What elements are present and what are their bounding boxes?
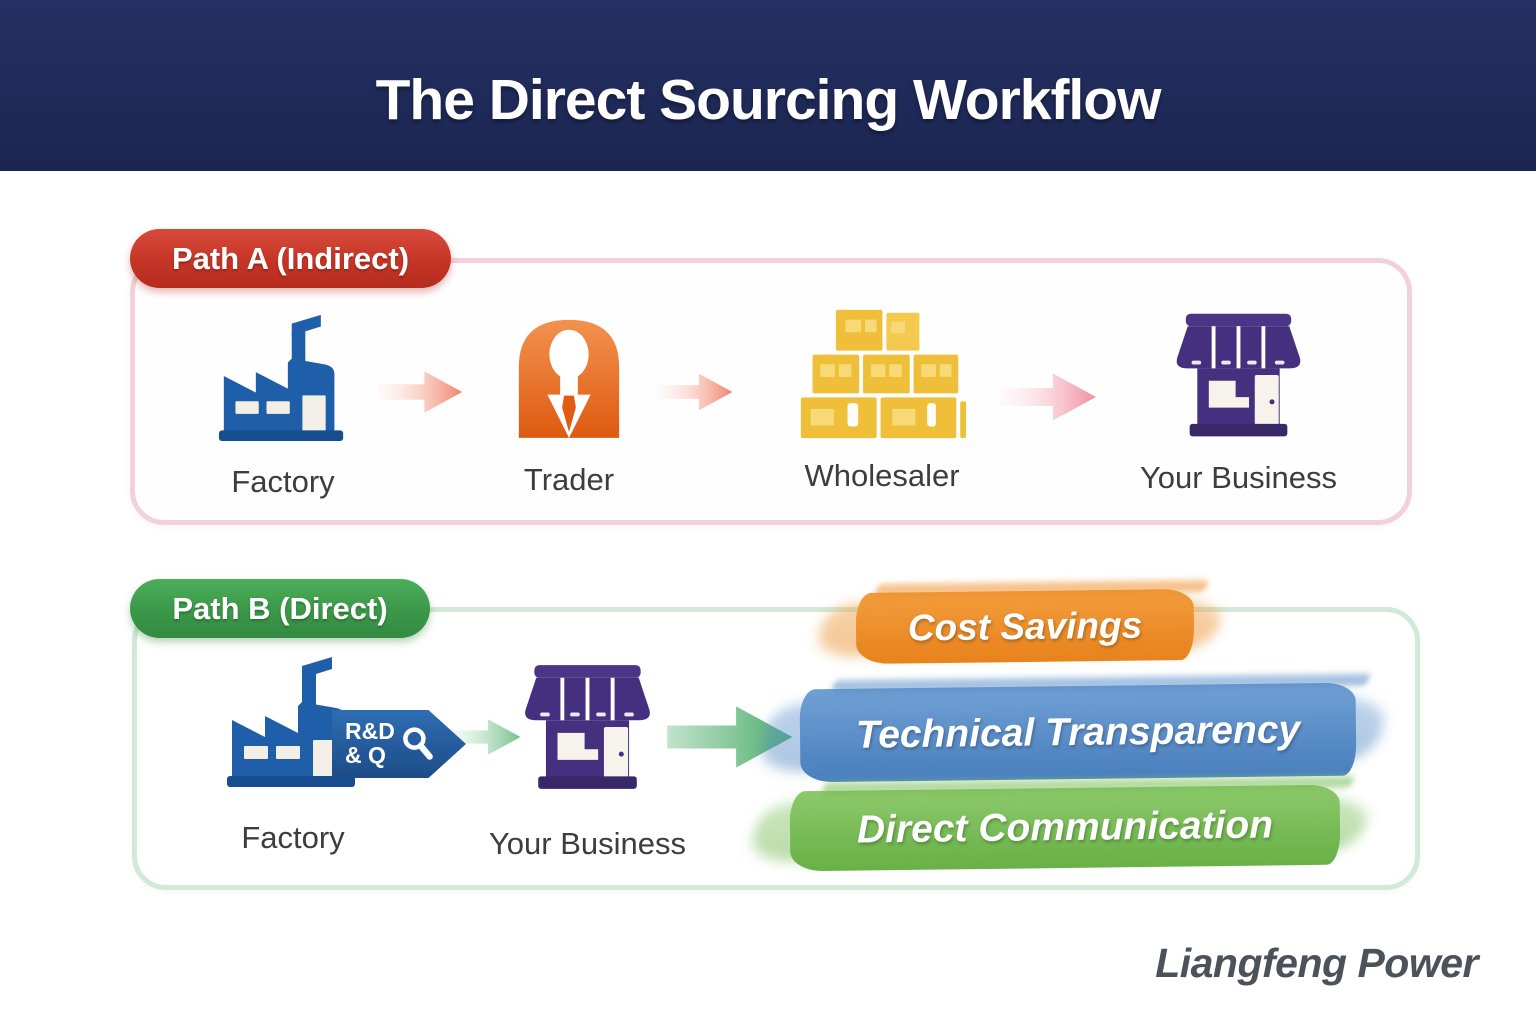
benefit-banner-cost-savings: Cost Savings [855, 588, 1195, 665]
path-a-node-factory: Factory [210, 312, 356, 499]
path-b-node-your-business: Your Business [489, 658, 686, 861]
path-b-badge: Path B (Direct) [130, 579, 430, 638]
benefit-banner-direct-communication: Direct Communication [789, 784, 1341, 872]
node-label: Factory [241, 820, 345, 855]
magnifier-icon [402, 727, 433, 760]
page-title: The Direct Sourcing Workflow [375, 68, 1162, 132]
factory-icon [227, 657, 355, 787]
path-a-node-your-business: Your Business [1140, 308, 1337, 495]
factory-icon [218, 314, 344, 442]
flow-arrow-icon [1000, 373, 1097, 421]
rd-tag-line2: & Q [345, 742, 386, 768]
node-label: Your Business [1139, 460, 1338, 495]
flow-arrow-icon [448, 719, 521, 755]
brand-logo-text: Liangfeng Power [1155, 940, 1478, 986]
path-a-node-wholesaler: Wholesaler [797, 306, 967, 493]
path-a-badge-label: Path A (Indirect) [171, 240, 410, 276]
node-label: Wholesaler [804, 458, 960, 493]
node-label: Factory [231, 464, 335, 499]
path-a-badge: Path A (Indirect) [130, 229, 451, 288]
crates-icon [800, 309, 967, 439]
benefit-label: Cost Savings [907, 604, 1143, 648]
benefit-label: Direct Communication [856, 803, 1274, 852]
node-label: Trader [523, 462, 615, 497]
path-b-badge-label: Path B (Direct) [172, 590, 388, 626]
node-label: Your Business [488, 826, 687, 861]
path-b-node-factory: Factory [218, 652, 368, 855]
rd-tag-line1: R&D [345, 718, 395, 745]
flow-arrow-icon [378, 371, 463, 413]
storefront-icon [1176, 313, 1301, 437]
flow-arrow-icon [658, 373, 733, 411]
trader-icon [518, 319, 620, 438]
path-a-node-trader: Trader [510, 310, 628, 497]
rd-tag-text: R&D & Q [345, 718, 395, 768]
storefront-icon [525, 665, 650, 789]
header: The Direct Sourcing Workflow [0, 0, 1536, 171]
benefit-banner-technical-transparency: Technical Transparency [799, 682, 1357, 783]
benefit-label: Technical Transparency [855, 707, 1301, 757]
